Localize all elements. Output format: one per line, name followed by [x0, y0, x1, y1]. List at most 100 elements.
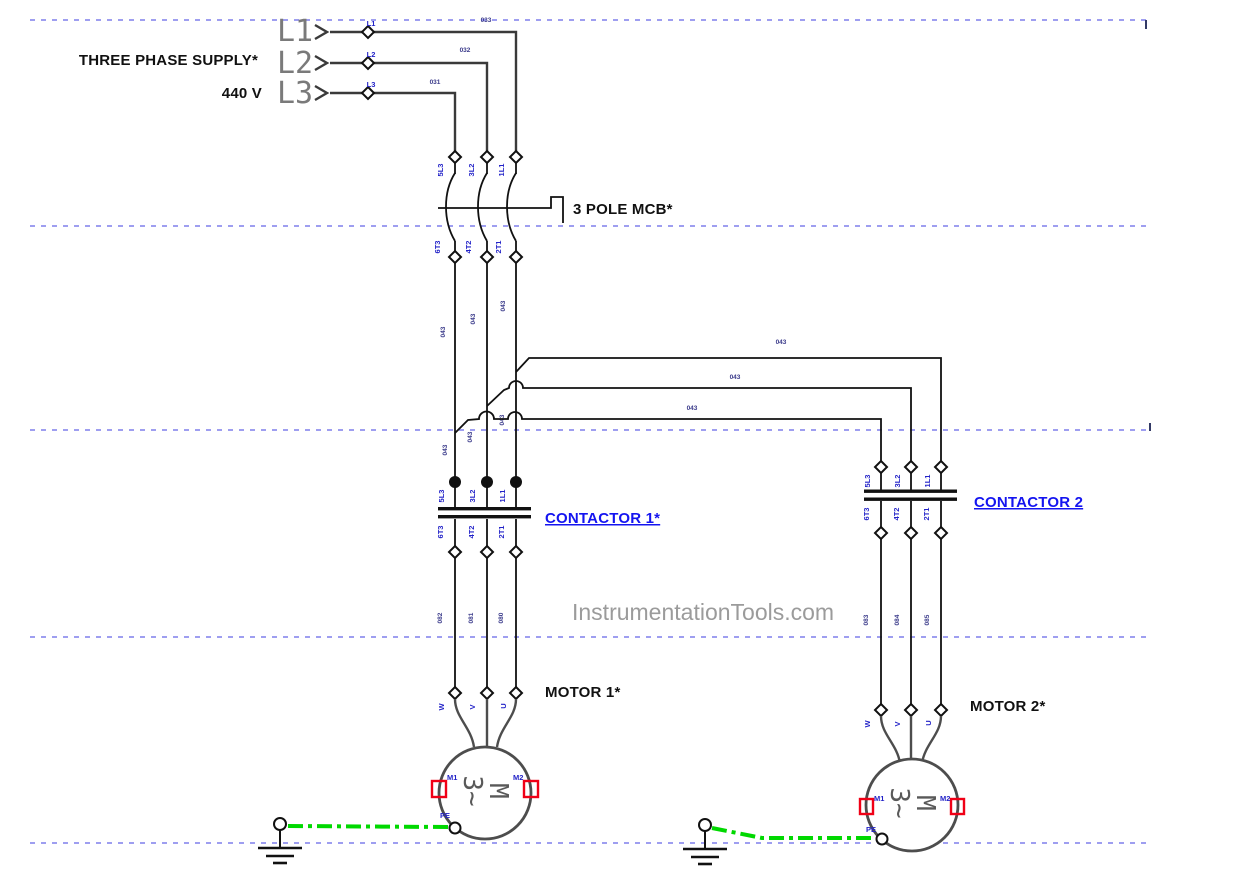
motor2-terminal-w	[874, 703, 888, 717]
wire-number-043: 043	[776, 339, 787, 346]
contactor1-bottom-terminal	[448, 545, 462, 559]
contactor2-top-terminal	[904, 460, 918, 474]
svg-text:3~: 3~	[884, 787, 914, 818]
phase-l2-label: L2	[277, 46, 313, 81]
motor2-terminal-w-tag: W	[863, 720, 872, 728]
motor1-feed-wires: 082 081 080	[437, 558, 517, 687]
mcb-top-terminal	[448, 150, 462, 164]
motor1-terminal-v-tag: V	[468, 704, 477, 709]
mcb-terminal-3l2: 3L2	[467, 164, 476, 177]
mcb-terminal-5l3: 5L3	[436, 164, 445, 177]
mcb-terminal-1l1: 1L1	[497, 164, 506, 177]
svg-text:3~: 3~	[457, 775, 487, 806]
supply-arrow-icon	[314, 54, 330, 72]
motor1-m1-tag: M1	[447, 773, 457, 782]
svg-text:M: M	[483, 783, 513, 799]
motor2-lead	[879, 715, 902, 764]
contactor2-terminal-2t1: 2T1	[922, 508, 931, 521]
wire-number-081: 081	[468, 612, 475, 623]
contactor1-terminal-2t1: 2T1	[497, 526, 506, 539]
wire-number-083: 083	[863, 614, 870, 625]
motor1-terminal-u	[509, 686, 523, 700]
motor2-label: MOTOR 2*	[970, 698, 1046, 715]
mcb-symbol[interactable]: 5L3 3L2 1L1 6T3 4T2 2T1 3 POLE MCB*	[433, 150, 673, 264]
motor2-lead	[920, 715, 943, 764]
motor1-body	[437, 745, 533, 841]
supply-arrow-icon	[314, 84, 330, 102]
mcb-pole-contact	[506, 172, 517, 242]
motor2-pe-tag: PE	[866, 825, 876, 834]
motor2-m1-tag: M1	[874, 794, 884, 803]
wire-number-082: 082	[437, 612, 444, 623]
supply-wire-l1	[330, 30, 518, 151]
contactor1-link[interactable]: CONTACTOR 1*	[545, 510, 660, 527]
motor1-symbol[interactable]: W V U M 3~ M1 M2 PE	[430, 686, 540, 841]
contactor2-link[interactable]: CONTACTOR 2	[974, 494, 1083, 511]
contactor1-symbol[interactable]: 5L3 3L2 1L1 6T3 4T2 2T1	[436, 482, 531, 559]
contactor1-terminal-3l2: 3L2	[468, 490, 477, 503]
mcb-actuator-icon	[543, 196, 564, 223]
contactor1-terminal-5l3: 5L3	[437, 490, 446, 503]
mcb-bottom-terminal	[509, 250, 523, 264]
wire-number-043: 043	[730, 374, 741, 381]
contactor1-contact-bar	[438, 507, 531, 511]
motor2-symbol[interactable]: W V U M 3~ M1 M2 PE	[858, 703, 966, 853]
motor1-pe-terminal	[448, 821, 462, 835]
earth-connection-motor1	[256, 816, 449, 865]
branch-wires-to-contactor2: 043 043 043	[454, 339, 942, 461]
contactor2-terminal-5l3: 5L3	[863, 475, 872, 488]
feeder-wires: 043 043 043 043 043 043	[440, 263, 522, 488]
contactor2-contact-bar	[864, 497, 957, 501]
contactor2-symbol[interactable]: 5L3 3L2 1L1 6T3 4T2 2T1	[862, 460, 957, 540]
contactor2-top-terminal	[934, 460, 948, 474]
motor1-pe-tag: PE	[440, 811, 450, 820]
ground-symbol	[681, 817, 729, 866]
wire-number-043: 043	[500, 300, 507, 311]
supply-terminal-l3-tag: L3	[367, 80, 376, 89]
motor2-body	[864, 757, 960, 853]
contactor1-terminal-1l1: 1L1	[498, 490, 507, 503]
contactor2-bottom-terminal	[874, 526, 888, 540]
mcb-terminal-6t3: 6T3	[433, 241, 442, 254]
motor1-label: MOTOR 1*	[545, 684, 621, 701]
motor2-terminal-u-tag: U	[924, 720, 933, 725]
wire-number-043: 043	[687, 405, 698, 412]
motor1-m2-terminal	[522, 779, 540, 799]
earth-connection-motor2	[681, 817, 871, 866]
mcb-bottom-terminal	[448, 250, 462, 264]
supply-voltage: 440 V	[222, 85, 262, 102]
wire-number-031: 031	[430, 79, 441, 86]
wire-number-043: 043	[440, 326, 447, 337]
mcb-terminal-4t2: 4T2	[464, 241, 473, 254]
mcb-pole-contact	[477, 172, 488, 242]
motor2-m2-terminal	[949, 797, 966, 816]
contactor2-terminal-3l2: 3L2	[893, 475, 902, 488]
motor1-terminal-w	[448, 686, 462, 700]
contactor1-terminal-6t3: 6T3	[436, 526, 445, 539]
section-separators	[30, 19, 1152, 844]
mcb-label: 3 POLE MCB*	[573, 201, 673, 218]
supply-arrow-icon	[314, 23, 330, 41]
motor1-m2-tag: M2	[513, 773, 523, 782]
motor1-m1-terminal	[430, 779, 448, 799]
motor2-terminal-u	[934, 703, 948, 717]
wire-number-085: 085	[924, 614, 931, 625]
mcb-top-terminal	[480, 150, 494, 164]
contactor2-terminal-1l1: 1L1	[923, 475, 932, 488]
contactor2-top-terminal	[874, 460, 888, 474]
motor1-lead	[453, 698, 476, 748]
wire-number-043: 043	[470, 313, 477, 324]
mcb-terminal-2t1: 2T1	[494, 241, 503, 254]
phase-l3-label: L3	[277, 76, 313, 111]
three-phase-supply: THREE PHASE SUPPLY* 440 V L1 L2 L3 L1 L2…	[79, 14, 518, 151]
supply-title: THREE PHASE SUPPLY*	[79, 52, 258, 69]
motor2-m2-tag: M2	[940, 794, 950, 803]
motor2-pe-terminal	[875, 832, 889, 846]
motor2-m3-symbol: M 3~	[884, 787, 940, 818]
contactor1-terminal-4t2: 4T2	[467, 526, 476, 539]
svg-text:M: M	[910, 795, 940, 811]
mcb-bottom-terminal	[480, 250, 494, 264]
supply-terminal-l2-tag: L2	[367, 50, 376, 59]
motor1-terminal-u-tag: U	[499, 703, 508, 708]
